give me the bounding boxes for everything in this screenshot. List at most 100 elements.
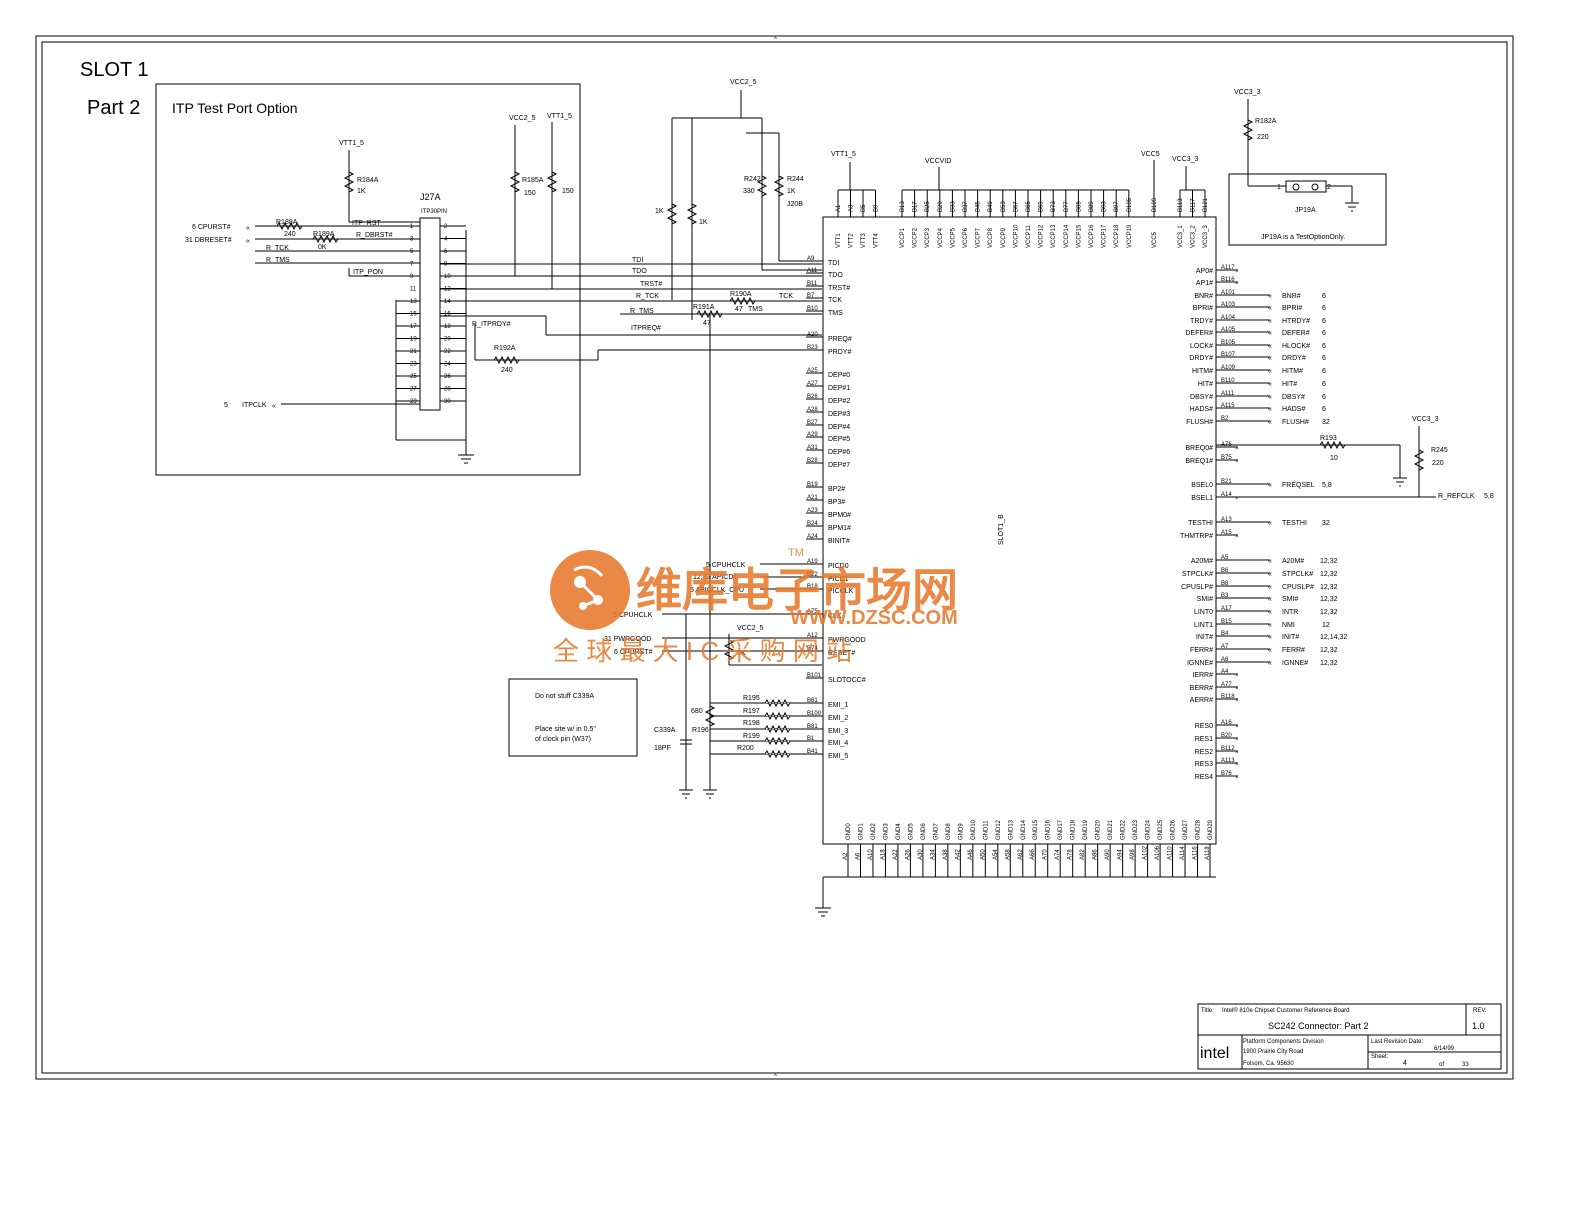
net-picd1: 12,32 APICD1: [693, 574, 737, 581]
slot-pin-B74: B74: [807, 646, 818, 652]
itp-right-pins: 24681012141618202224262830: [440, 224, 466, 405]
slot-pin-A18: A18: [880, 849, 886, 860]
net-tms: TMS: [748, 306, 763, 313]
slot-pin-B4: B4: [1221, 631, 1229, 637]
net-arrow-icon: «: [1268, 571, 1272, 578]
r192-ref: R192A: [494, 345, 516, 352]
r245-ref: R245: [1431, 447, 1448, 454]
slot-pin-B116: B116: [1221, 277, 1235, 283]
slot-signal-GND4: GND4: [896, 823, 902, 840]
net-FLUSH#: FLUSH#: [1282, 419, 1309, 426]
net-sheet-ref: 12,32: [1320, 647, 1338, 654]
slot-signal-LINT0: LINT0: [1194, 609, 1213, 616]
jtag-section: VCC2_5 1K 1K R242 330 R244 1K J20B TDI T…: [620, 79, 822, 790]
slot-signal-EMI_3: EMI_3: [828, 728, 848, 735]
slot-pin-A115: A115: [1221, 403, 1235, 409]
note-box: [508, 678, 638, 757]
itp-ground-ticks: [396, 300, 420, 402]
slot-pin-A118: A118: [1205, 846, 1211, 860]
slot-signal-HADS#: HADS#: [1190, 406, 1213, 413]
slot-signal-IGNNE#: IGNNE#: [1187, 660, 1213, 667]
net-HLOCK#: HLOCK#: [1282, 343, 1310, 350]
slot-pin-B112: B112: [1221, 746, 1235, 752]
net-INIT#: INIT#: [1282, 634, 1299, 641]
slot-pin-B18: B18: [807, 584, 818, 590]
net-DRDY#: DRDY#: [1282, 355, 1306, 362]
slot-signal-DEP#5: DEP#5: [828, 436, 850, 443]
r196-ref: R196: [692, 727, 709, 734]
slot-pin-B118: B118: [1221, 694, 1235, 700]
slot-pin-B7: B7: [807, 293, 815, 299]
net-arrow-icon: «: [1268, 293, 1272, 300]
itp-vtt2-label: VTT1_5: [547, 113, 572, 120]
of-label: of: [1439, 1062, 1444, 1068]
slot-pin-A109: A109: [1221, 365, 1236, 371]
slot-signal-DEP#2: DEP#2: [828, 398, 850, 405]
slot-pin-A13: A13: [1221, 517, 1232, 523]
slot-pin-B65: B65: [1026, 201, 1032, 212]
slot-pin-B11: B11: [807, 281, 818, 287]
slot-left-nets: 5 CPUHCLK 12,32 APICD1 5 APICCLK_CPU 5 C…: [604, 562, 822, 790]
slot-signal-GND26: GND26: [1171, 819, 1177, 840]
slot-pin-name-VCCP17: VCCP17: [1102, 224, 1108, 248]
slot-pin-B69: B69: [1039, 201, 1045, 212]
itp-connector-ref: J27A: [420, 192, 441, 202]
slot-signal-LINT1: LINT1: [1194, 622, 1213, 629]
slot-pin-A31: A31: [807, 445, 818, 451]
slot-pin-A106: A106: [1155, 845, 1161, 860]
itp-pin-6: 6: [444, 249, 448, 255]
company-addr1: Platform Components Division: [1243, 1039, 1324, 1045]
net-sheet-ref: 6: [1322, 394, 1326, 401]
slot-pin-A2: A2: [843, 852, 849, 860]
slot-signal-EMI_5: EMI_5: [828, 753, 848, 760]
slot-pin-name-VCCP16: VCCP16: [1089, 224, 1095, 248]
slot-pin-B76: B76: [1221, 771, 1232, 777]
net-r-tms-right: R_TMS: [630, 308, 654, 315]
slot-pin-B15: B15: [1221, 619, 1232, 625]
slot-pin-B21: B21: [1221, 479, 1232, 485]
no-connect-icon: ×: [1235, 775, 1239, 781]
r193-value: 10: [1330, 455, 1338, 462]
slot-signal-SMI#: SMI#: [1197, 596, 1213, 603]
slot-signal-GND3: GND3: [883, 823, 889, 840]
slot-signal-BPM0#: BPM0#: [828, 512, 851, 519]
slot-signal-BSEL0: BSEL0: [1191, 482, 1213, 489]
slot-signal-EMI_4: EMI_4: [828, 740, 848, 747]
slot-pin-A15: A15: [1221, 530, 1232, 536]
net-IGNNE#: IGNNE#: [1282, 660, 1308, 667]
net-sheet-ref: 12,32: [1320, 609, 1338, 616]
slot-signal-GND7: GND7: [933, 823, 939, 840]
slot-pin-B22: B22: [807, 572, 818, 578]
net-arrow-icon: «: [1268, 520, 1272, 527]
slot-pin-A98: A98: [1130, 849, 1136, 860]
slot-signal-PICCLK: PICCLK: [828, 588, 854, 595]
slot-signal-GND0: GND0: [846, 823, 852, 840]
slot-signal-BSEL1: BSEL1: [1191, 495, 1213, 502]
itp-pin-27: 27: [410, 387, 417, 393]
no-connect-icon: ×: [1235, 281, 1239, 287]
slot-pin-B93: B93: [1102, 201, 1108, 212]
r191-value: 47: [703, 320, 711, 327]
slot-pin-name-VCCP9: VCCP9: [1001, 227, 1007, 248]
slot-pin-B110: B110: [1221, 378, 1235, 384]
no-connect-icon: ×: [1235, 698, 1239, 704]
arrow-dbreset-icon: «: [246, 238, 250, 245]
slot-pin-B23: B23: [807, 345, 818, 351]
itp-option-box: [155, 83, 581, 476]
slot-pin-A113: A113: [1221, 758, 1235, 764]
slot-title: SLOT 1: [80, 59, 149, 81]
net-r-tck-right: R_TCK: [636, 293, 659, 300]
arrow-cpurst-icon: «: [246, 225, 250, 232]
note-line1: Do not stuff C339A: [535, 693, 594, 700]
slot-pin-B27: B27: [807, 420, 818, 426]
net-sheet-ref: 6: [1322, 355, 1326, 362]
slot-pin-A28: A28: [807, 407, 818, 413]
slot-pin-name-VCCP3: VCCP3: [925, 227, 931, 248]
slot-pin-B19: B19: [807, 482, 818, 488]
r244-ref: R244: [787, 176, 804, 183]
slot-pin-name-VCCP18: VCCP18: [1114, 224, 1120, 248]
emi-resistor: [764, 724, 791, 734]
slot-pin-A86: A86: [1093, 849, 1099, 860]
slot-signal-FLUSH#: FLUSH#: [1186, 419, 1213, 426]
net-r-itprdy: R_ITPRDY#: [472, 321, 511, 328]
